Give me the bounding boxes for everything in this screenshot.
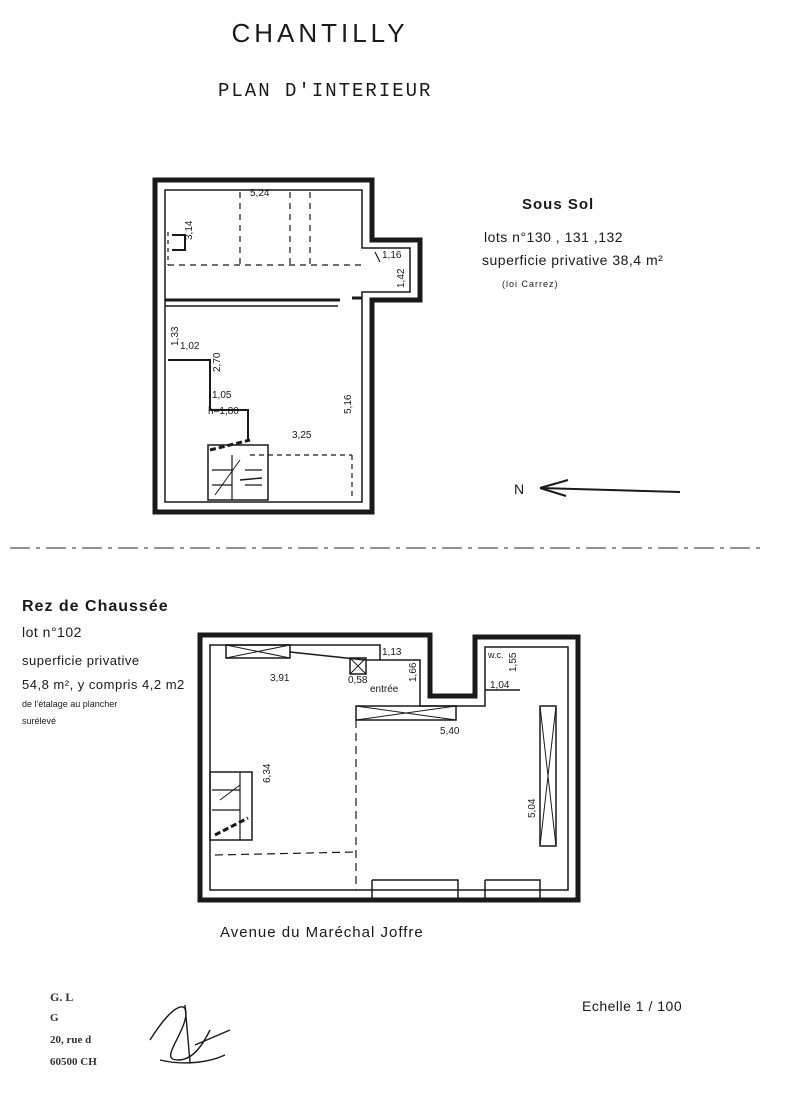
dim-6-34: 6,34 [262, 763, 273, 783]
dim-2-70: 2,70 [212, 352, 223, 372]
dim-1-66: 1,66 [408, 662, 419, 682]
dim-1-42: 1,42 [396, 268, 407, 288]
ground-floor-title: Rez de Chaussée [22, 598, 169, 615]
dim-1-16: 1,16 [382, 250, 402, 261]
dim-5-24: 5,24 [250, 188, 270, 199]
basement-law: (loi Carrez) [502, 279, 559, 289]
dim-0-58: 0,58 [348, 675, 368, 686]
basement-title: Sous Sol [522, 196, 595, 213]
compass-north-label: N [514, 481, 525, 497]
dim-3-25: 3,25 [292, 430, 312, 441]
dim-h-1-80: h=1,80 [208, 406, 239, 417]
basement-plan [152, 177, 423, 515]
dim-3-14: 3,14 [184, 220, 195, 240]
dim-1-04: 1,04 [490, 680, 510, 691]
dim-1-13: 1,13 [382, 647, 402, 658]
basement-lots: lots n°130 , 131 ,132 [484, 229, 624, 245]
dim-1-55: 1,55 [508, 652, 519, 672]
dim-3-91: 3,91 [270, 673, 290, 684]
signature [149, 1004, 231, 1064]
dim-5-04: 5,04 [527, 798, 538, 818]
stamp-line-3: 20, rue d [50, 1034, 92, 1046]
ground-floor-plan [197, 632, 581, 903]
dim-5-40: 5,40 [440, 726, 460, 737]
compass-arrow [539, 479, 681, 497]
ground-floor-surface-label: superficie privative [22, 653, 140, 668]
street-name: Avenue du Maréchal Joffre [220, 924, 424, 941]
stamp-line-2: G [50, 1012, 59, 1024]
ground-floor-surface-value: 54,8 m², y compris 4,2 m2 [22, 677, 185, 692]
entrance-label: entrée [370, 684, 399, 695]
ground-floor-note-1: de l'étalage au plancher [22, 699, 118, 709]
stamp-line-1: G. L [50, 990, 74, 1004]
stamp-line-4: 60500 CH [50, 1056, 97, 1068]
plan-title: CHANTILLY [231, 18, 409, 48]
dim-5-16: 5,16 [343, 394, 354, 414]
scale-label: Echelle 1 / 100 [582, 998, 683, 1014]
dim-1-05: 1,05 [212, 390, 232, 401]
plan-subtitle: PLAN D'INTERIEUR [218, 80, 433, 102]
wc-label: w.c. [488, 650, 504, 660]
basement-surface: superficie privative 38,4 m² [482, 252, 664, 268]
ground-floor-note-2: surélevé [22, 716, 57, 726]
ground-floor-lot: lot n°102 [22, 624, 82, 640]
dim-1-02: 1,02 [180, 341, 200, 352]
